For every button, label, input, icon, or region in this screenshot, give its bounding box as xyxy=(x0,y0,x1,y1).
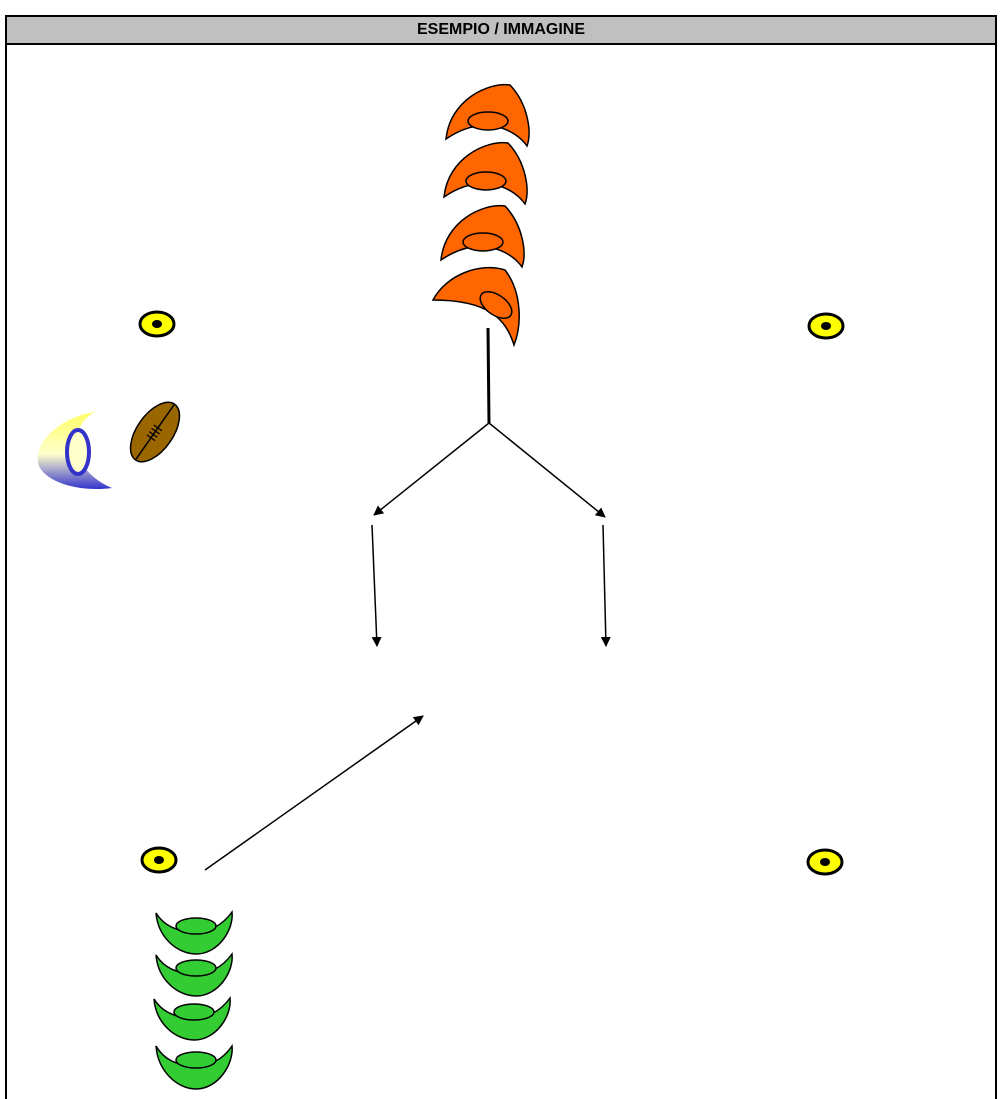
attacking-players xyxy=(431,83,530,348)
defender-arrow xyxy=(204,715,424,871)
cone-marker-icon xyxy=(138,310,176,338)
support-right-arrow xyxy=(600,524,611,647)
rugby-ball-icon xyxy=(129,401,181,463)
split-left-arrow xyxy=(373,422,490,516)
cone-marker-icon xyxy=(806,848,844,876)
run-line xyxy=(486,327,491,424)
defender-3 xyxy=(153,995,231,1041)
defender-1 xyxy=(155,909,233,955)
header-bar: ESEMPIO / IMMAGINE xyxy=(7,17,995,45)
cone-marker-icon xyxy=(807,312,845,340)
diagram-frame: ESEMPIO / IMMAGINE xyxy=(5,15,997,1099)
defender-2 xyxy=(155,951,233,997)
header-title: ESEMPIO / IMMAGINE xyxy=(416,21,585,38)
cones xyxy=(138,310,845,876)
split-right-arrow xyxy=(488,422,606,518)
movement-lines xyxy=(204,327,611,871)
support-left-arrow xyxy=(371,524,382,647)
attacker-3 xyxy=(440,204,525,269)
attacker-1 xyxy=(445,83,530,148)
cone-marker-icon xyxy=(140,846,178,874)
defender-4 xyxy=(155,1043,233,1090)
attacker-4 xyxy=(431,266,520,348)
coach-icon xyxy=(37,412,113,490)
attacker-2 xyxy=(443,141,528,206)
defending-players xyxy=(153,909,233,1090)
